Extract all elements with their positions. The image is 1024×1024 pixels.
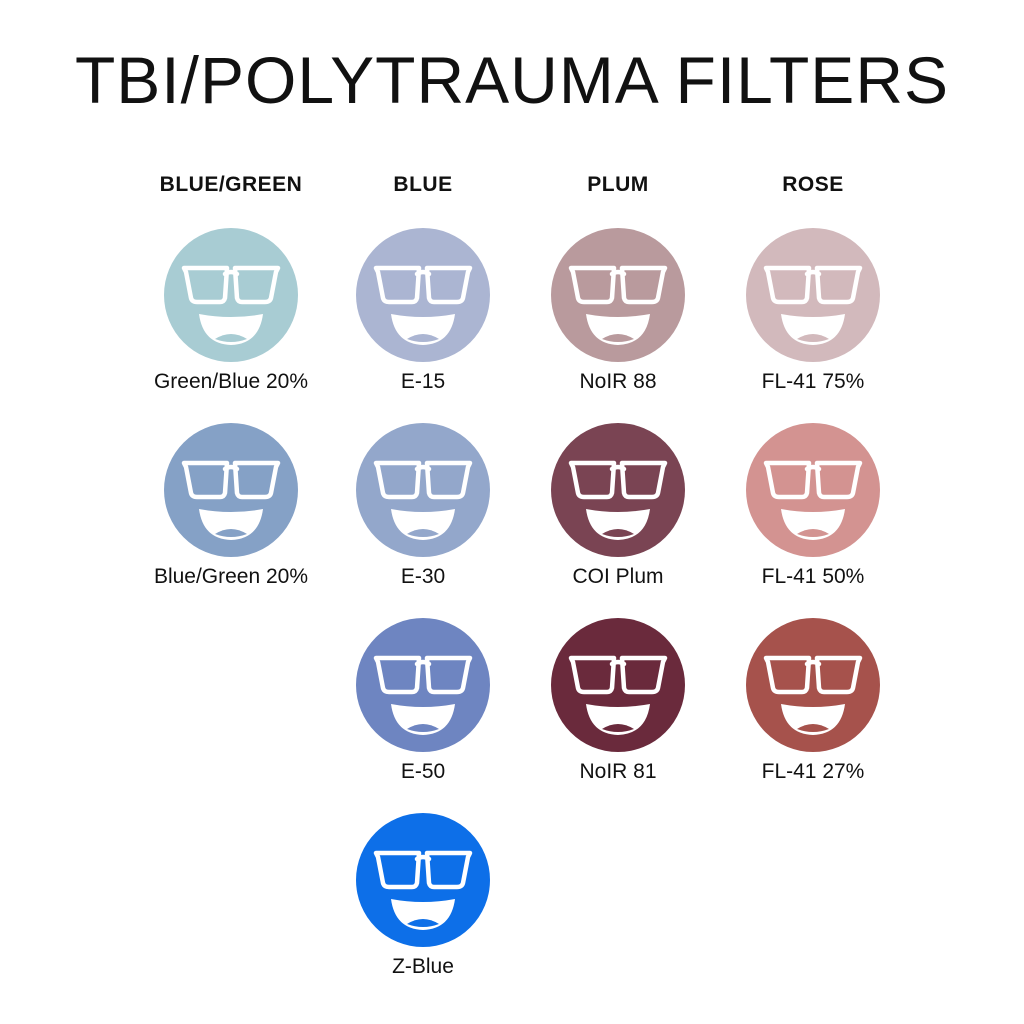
smiley-with-glasses-icon <box>356 813 490 947</box>
filter-card: Z-Blue <box>323 813 523 1008</box>
filter-label: Green/Blue 20% <box>153 370 309 393</box>
filter-label: E-30 <box>400 565 446 588</box>
filter-list: NoIR 88 COI Plum NoIR 81 <box>518 228 718 813</box>
glasses-icon <box>373 265 473 305</box>
glasses-icon <box>763 460 863 500</box>
glasses-icon <box>568 265 668 305</box>
smile-tongue <box>407 724 439 732</box>
smile-mouth <box>781 704 845 735</box>
filter-card: COI Plum <box>518 423 718 618</box>
filter-card: NoIR 88 <box>518 228 718 423</box>
column-header: ROSE <box>782 173 844 196</box>
filter-card: Green/Blue 20% <box>131 228 331 423</box>
filter-card: FL-41 75% <box>713 228 913 423</box>
filter-card: Blue/Green 20% <box>131 423 331 618</box>
smiley-with-glasses-icon <box>164 228 298 362</box>
glasses-icon <box>568 655 668 695</box>
smile-mouth <box>391 899 455 930</box>
filter-card: E-30 <box>323 423 523 618</box>
smile-tongue <box>407 529 439 537</box>
smile-tongue <box>602 724 634 732</box>
smile-tongue <box>215 529 247 537</box>
smiley-with-glasses-icon <box>746 618 880 752</box>
glasses-icon <box>373 655 473 695</box>
filter-list: Green/Blue 20% Blue/Green 20% <box>131 228 331 618</box>
filter-card: FL-41 50% <box>713 423 913 618</box>
smile-mouth <box>586 509 650 540</box>
smile-mouth <box>391 314 455 345</box>
column-rose: ROSE FL-41 75% FL-41 50% FL-41 27% <box>713 168 913 813</box>
smiley-with-glasses-icon <box>551 618 685 752</box>
smile-tongue <box>797 334 829 342</box>
smile-mouth <box>199 509 263 540</box>
glasses-icon <box>763 265 863 305</box>
smile-mouth <box>199 314 263 345</box>
smile-tongue <box>797 724 829 732</box>
glasses-icon <box>763 655 863 695</box>
smile-mouth <box>586 704 650 735</box>
glasses-icon <box>373 850 473 890</box>
filter-label: E-50 <box>400 760 446 783</box>
glasses-icon <box>373 460 473 500</box>
smile-tongue <box>797 529 829 537</box>
smile-mouth <box>391 509 455 540</box>
smiley-with-glasses-icon <box>551 228 685 362</box>
smile-mouth <box>781 314 845 345</box>
glasses-icon <box>181 460 281 500</box>
smile-tongue <box>602 334 634 342</box>
column-header: BLUE <box>393 173 453 196</box>
glasses-icon <box>568 460 668 500</box>
column-blue: BLUE E-15 E-30 E-50 Z-Blue <box>323 168 523 1008</box>
smile-mouth <box>781 509 845 540</box>
column-header: BLUE/GREEN <box>159 173 303 196</box>
smiley-with-glasses-icon <box>164 423 298 557</box>
smiley-with-glasses-icon <box>551 423 685 557</box>
filter-list: E-15 E-30 E-50 Z-Blue <box>323 228 523 1008</box>
filter-list: FL-41 75% FL-41 50% FL-41 27% <box>713 228 913 813</box>
filter-label: COI Plum <box>572 565 664 588</box>
glasses-icon <box>181 265 281 305</box>
smile-tongue <box>407 919 439 927</box>
smile-mouth <box>586 314 650 345</box>
filter-card: NoIR 81 <box>518 618 718 813</box>
smiley-with-glasses-icon <box>746 423 880 557</box>
filter-label: NoIR 81 <box>579 760 657 783</box>
filter-card: E-15 <box>323 228 523 423</box>
page-title: TBI/POLYTRAUMA FILTERS <box>74 43 950 117</box>
column-blue-green: BLUE/GREEN Green/Blue 20% Blue/Green 20% <box>131 168 331 618</box>
filter-label: NoIR 88 <box>579 370 657 393</box>
smile-tongue <box>407 334 439 342</box>
filter-label: E-15 <box>400 370 446 393</box>
filter-card: E-50 <box>323 618 523 813</box>
filter-card: FL-41 27% <box>713 618 913 813</box>
smiley-with-glasses-icon <box>356 228 490 362</box>
smile-mouth <box>391 704 455 735</box>
column-header: PLUM <box>587 173 649 196</box>
filter-label: FL-41 75% <box>761 370 865 393</box>
filter-label: FL-41 50% <box>761 565 865 588</box>
smile-tongue <box>215 334 247 342</box>
smiley-with-glasses-icon <box>746 228 880 362</box>
filter-label: Blue/Green 20% <box>153 565 309 588</box>
smile-tongue <box>602 529 634 537</box>
smiley-with-glasses-icon <box>356 618 490 752</box>
filter-label: Z-Blue <box>392 955 454 978</box>
column-plum: PLUM NoIR 88 COI Plum NoIR 81 <box>518 168 718 813</box>
filter-label: FL-41 27% <box>761 760 865 783</box>
smiley-with-glasses-icon <box>356 423 490 557</box>
